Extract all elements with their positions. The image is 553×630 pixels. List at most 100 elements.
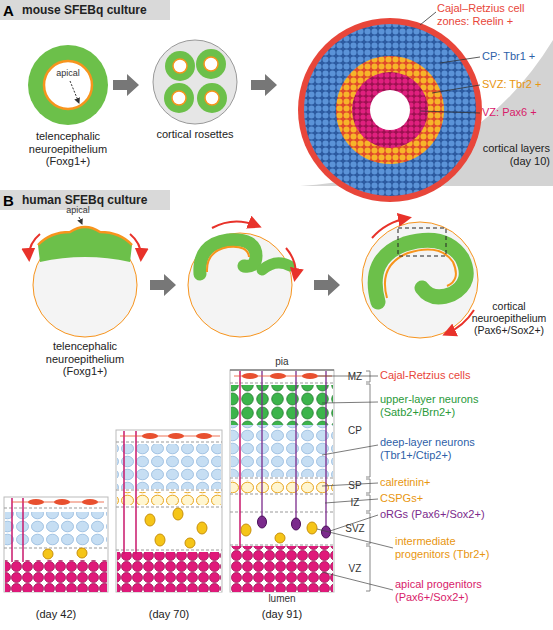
leader-line <box>322 402 378 403</box>
zoom-box <box>398 228 446 256</box>
radial-process <box>135 431 137 554</box>
lumen <box>370 90 410 130</box>
cell-label: calretinin+ <box>380 476 430 489</box>
layer-abbrev: MZ <box>343 371 367 383</box>
intermediate-progenitor <box>307 522 317 534</box>
org-process <box>325 371 326 527</box>
leader-line <box>440 57 480 63</box>
subplate-neurons <box>231 480 333 493</box>
neuroepithelium-sheet <box>200 240 256 274</box>
org-cell <box>292 518 301 530</box>
intermediate-progenitor <box>275 533 285 543</box>
cell-label: CSPGs+ <box>380 492 423 505</box>
intermediate-progenitor <box>197 522 207 534</box>
cortical-neuroepithelium <box>375 240 466 302</box>
layer-bracket <box>366 495 370 511</box>
apical-pointer <box>70 81 79 103</box>
cajal-retzius-cell <box>28 499 44 505</box>
cortical-plate <box>304 24 476 196</box>
step-arrow <box>150 274 176 296</box>
cajal-retzius-cell <box>82 499 98 505</box>
pia-surface <box>230 369 334 370</box>
cajal-retzius-cell <box>196 433 212 439</box>
rosette <box>164 83 194 113</box>
layer-boundary <box>230 478 334 479</box>
layer-label: CP: Tbr1 + <box>482 50 535 63</box>
radial-process <box>11 498 13 562</box>
cell-label: oRGs (Pax6+/Sox2+) <box>380 508 485 521</box>
rosette-lumen <box>204 57 218 71</box>
stage-label: cortical rosettes <box>145 128 245 141</box>
apical-surface <box>207 247 249 272</box>
layer-abbrev: IZ <box>343 497 367 509</box>
panel-letter: A <box>3 2 14 19</box>
cajal-retzius-cell <box>270 373 286 379</box>
tissue-column <box>230 370 334 592</box>
layer-label: Cajal–Retzius cell zones: Reelin + <box>437 2 549 27</box>
intermediate-progenitor <box>185 538 195 548</box>
folding-arrow <box>372 218 408 238</box>
stage-label: telencephalic neuroepithelium (Foxg1+) <box>8 130 128 168</box>
apical-label: apical <box>58 205 98 215</box>
rosette-lumen <box>172 91 186 105</box>
cajal-retzius-cell <box>54 499 70 505</box>
org-process <box>295 371 296 519</box>
panel-heading: mouse SFEBq culture <box>22 4 147 18</box>
radial-process <box>239 371 241 548</box>
step-arrow <box>314 274 340 296</box>
apical-progenitors <box>231 546 333 592</box>
layer-boundary <box>230 545 334 546</box>
layer-bracket <box>366 479 370 493</box>
intermediate-progenitor <box>173 508 183 520</box>
cajal-retzius-cell <box>142 433 158 439</box>
apical-progenitors <box>5 560 107 592</box>
neuroepithelium-ring <box>28 45 108 125</box>
day-label: (day 42) <box>26 608 86 621</box>
subplate-neurons <box>117 492 221 505</box>
aggregate-sphere <box>188 233 292 337</box>
folding-arrow <box>130 234 141 258</box>
panel-header-bar <box>0 0 170 20</box>
layer-boundary <box>116 490 222 491</box>
folding-arrow <box>286 248 296 278</box>
neuroepithelium-sheet <box>262 263 290 270</box>
rosette-lumen <box>205 91 219 105</box>
radial-process <box>123 431 125 554</box>
layer-abbrev: CP <box>343 425 367 437</box>
layer-boundary <box>230 512 334 513</box>
leader-line <box>322 445 378 455</box>
step-arrow <box>251 74 277 96</box>
layer-label: SVZ: Tbr2 + <box>482 78 541 91</box>
layer-boundary <box>116 507 222 508</box>
deep-layer-neurons <box>5 512 107 546</box>
stage-label: cortical layers (day 10) <box>460 142 550 167</box>
leader-line <box>420 111 480 113</box>
intermediate-progenitor <box>145 514 155 526</box>
cell-label: deep-layer neurons (Tbr1+/Ctip2+) <box>380 436 505 461</box>
cell-label: Cajal-Retzius cells <box>380 369 470 382</box>
apical-pointer <box>79 217 82 224</box>
folding-arrow <box>212 221 258 228</box>
layer-bracket <box>366 384 370 477</box>
org-cell <box>258 516 267 528</box>
day-label: (day 70) <box>139 608 199 621</box>
intermediate-progenitor <box>43 549 53 559</box>
surface-label: lumen <box>262 593 302 605</box>
layer-boundary <box>116 442 222 443</box>
vz-layer <box>352 72 428 148</box>
apical-surface <box>385 250 456 298</box>
leader-line <box>432 85 480 93</box>
rosette <box>196 49 226 79</box>
day-label: (day 91) <box>252 608 312 621</box>
org-process <box>261 371 262 517</box>
deep-layer-neurons <box>231 425 333 477</box>
aggregate-sphere <box>362 222 478 338</box>
cell-label: intermediate progenitors (Tbr2+) <box>395 535 510 560</box>
layer-boundary <box>4 548 108 549</box>
cajal-retzius-zone <box>298 18 482 202</box>
svz-layer <box>336 56 444 164</box>
deep-layer-neurons <box>117 444 221 489</box>
rosette <box>197 83 227 113</box>
layer-abbrev: SVZ <box>343 523 367 535</box>
